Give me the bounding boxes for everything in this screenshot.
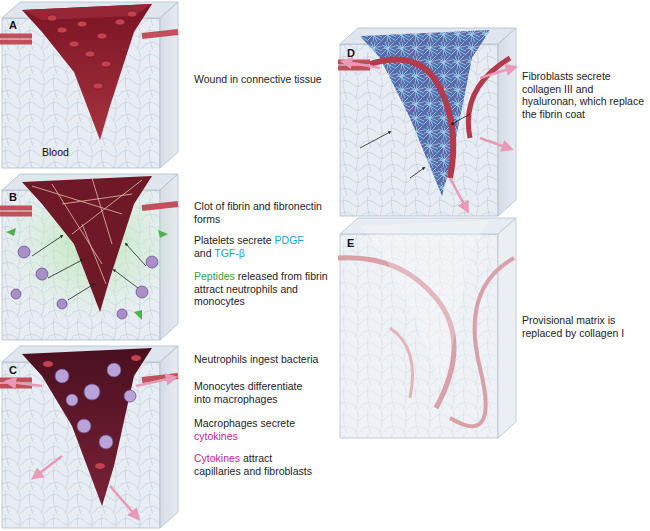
step-note: Provisional matrix is replaced by collag… (522, 314, 646, 339)
label-text: PDGF (275, 234, 304, 246)
label-text: Provisional matrix is replaced by collag… (522, 314, 624, 339)
label-text: Platelets secrete (194, 234, 272, 246)
panel-letter: A (9, 19, 29, 32)
label-text: TGF-β (214, 247, 245, 259)
panel-b (0, 164, 187, 340)
panel-c (0, 346, 178, 528)
label-text: cytokines (194, 430, 238, 442)
step-note: Macrophages secrete cytokines (194, 417, 306, 442)
label-text: and (194, 247, 212, 259)
panel-d (338, 28, 516, 216)
panel-letter: D (347, 47, 355, 59)
panel-letter: E (347, 237, 367, 250)
label-text: Clot of fibrin and fibronectin forms (194, 200, 322, 225)
label-text: Peptides (194, 270, 235, 282)
step-note: Peptides released from fibrin attract ne… (194, 270, 339, 308)
panel-e (338, 218, 516, 438)
label-text: Blood (42, 146, 69, 158)
panel-letter: E (347, 237, 354, 249)
panel-letter: A (9, 19, 17, 31)
step-note: Monocytes differentiate into macrophages (194, 380, 312, 405)
region-label: Blood (42, 146, 92, 159)
panel-letter: C (9, 364, 17, 376)
label-text: Monocytes differentiate into macrophages (194, 380, 302, 405)
step-note: Clot of fibrin and fibronectin forms (194, 200, 324, 225)
panel-letter: C (9, 364, 29, 377)
label-text: Cytokines (194, 452, 240, 464)
step-note: Platelets secrete PDGF and TGF-β (194, 234, 306, 259)
step-note: Fibroblasts secrete collagen III and hya… (522, 70, 646, 120)
label-text: Wound in connective tissue (194, 73, 322, 85)
panel-letter: D (347, 47, 367, 60)
label-text: Neutrophils ingest bacteria (194, 353, 318, 365)
panel-letter: B (9, 191, 17, 203)
step-note: Neutrophils ingest bacteria (194, 353, 344, 366)
label-text: Macrophages secrete (194, 417, 295, 429)
label-text: Fibroblasts secrete collagen III and hya… (522, 70, 644, 120)
panel-a (0, 2, 178, 168)
step-note: Wound in connective tissue (194, 73, 344, 86)
panel-letter: B (9, 191, 29, 204)
step-note: Cytokines attract capillaries and fibrob… (194, 452, 314, 477)
